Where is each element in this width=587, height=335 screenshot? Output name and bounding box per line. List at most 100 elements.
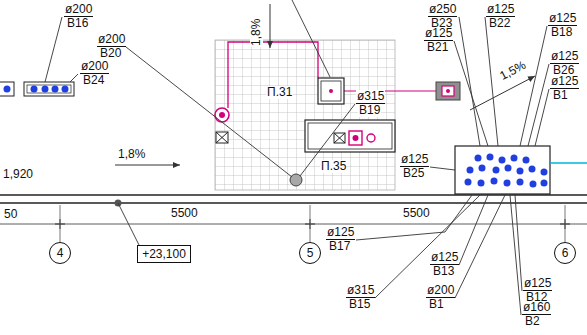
riser-box (318, 78, 344, 104)
collector-box (467, 167, 474, 174)
collector-box (465, 179, 472, 186)
pipe-id: B19 (358, 104, 381, 117)
slope-arrow (270, 4, 271, 48)
grey-riser (442, 86, 454, 96)
floor-drain-symbol (216, 132, 228, 143)
dimension-line (0, 224, 587, 225)
leader-line (70, 74, 78, 82)
grey-riser (436, 82, 460, 100)
left-pipe-box (0, 82, 74, 96)
pipe-id: B18 (550, 26, 573, 39)
axis-bubble: 6 (554, 242, 576, 264)
pipe-diameter: ø125 (486, 3, 515, 17)
pipe-diameter: ø250 (428, 3, 457, 17)
collector-box (505, 165, 512, 172)
pipe-diameter: ø200 (97, 33, 126, 47)
collector-box (529, 166, 536, 173)
shower-box (305, 120, 395, 152)
left-pipe-box (42, 86, 49, 93)
leader-line (126, 47, 292, 177)
pipe-diameter: ø200 (426, 284, 455, 298)
pipe-diameter: ø125 (430, 251, 459, 265)
collector-box (455, 146, 550, 194)
shower-box (353, 135, 359, 141)
axis-line (565, 205, 566, 242)
collector-box (517, 168, 524, 175)
dimension-line (0, 219, 587, 229)
collector-box (541, 169, 548, 176)
leader-line (528, 64, 549, 146)
shower-box (334, 133, 345, 143)
collector-box (487, 154, 494, 161)
level-mark: +23,100 (137, 245, 191, 263)
leader-line (45, 17, 62, 82)
level-value: 1,920 (2, 168, 34, 181)
left-pipe-box (52, 86, 59, 93)
dimension: 5500 (170, 207, 199, 220)
leader-line (459, 195, 488, 265)
riser-box (318, 78, 344, 104)
slope-label: 1,8% (250, 18, 263, 47)
pipe-id: B22 (488, 17, 511, 30)
pipe-id: B1 (428, 298, 445, 311)
collector-box (499, 157, 506, 164)
pipe-id: B24 (82, 74, 105, 87)
axis-number: 6 (562, 247, 569, 260)
pipe-diameter: ø315 (356, 90, 385, 104)
leader-line (118, 203, 139, 245)
tiled-floor (215, 40, 395, 190)
axis-bubble: 4 (49, 242, 71, 264)
collector-box (550, 162, 587, 163)
pipe-id: B1 (552, 89, 569, 102)
level-value: +23,100 (142, 248, 186, 261)
pipe-id: B21 (426, 41, 449, 54)
pipe-id: B25 (402, 167, 425, 180)
collector-box (517, 179, 524, 186)
collector-box (455, 146, 587, 194)
axis-line (310, 205, 311, 242)
collector-box (475, 155, 482, 162)
slope-arrow (115, 165, 180, 166)
leader-line (515, 195, 522, 291)
leader-line (454, 41, 488, 146)
leader-line (356, 195, 472, 240)
leader-line (375, 195, 480, 298)
axis-line (60, 205, 565, 242)
magenta-pipe (228, 42, 318, 108)
collector-box (479, 165, 486, 172)
pipe-diameter: ø125 (550, 50, 579, 64)
slope-label: 1,5% (497, 58, 529, 83)
left-pipe-box (4, 86, 11, 93)
collector-box (504, 180, 511, 187)
collector-box (493, 167, 500, 174)
floor-drain-symbol (216, 132, 228, 143)
left-pipe-box (24, 82, 74, 96)
left-pipe-box (27, 85, 71, 93)
shower-box (334, 133, 345, 143)
pipe-diameter: ø125 (424, 27, 453, 41)
grey-riser (436, 82, 460, 100)
collector-box (541, 180, 548, 187)
collector-box (523, 157, 530, 164)
collector-box (491, 178, 498, 185)
room-tag: П.31 (266, 86, 293, 99)
leader-line (485, 17, 498, 146)
left-pipe-box (62, 86, 69, 93)
pipe-id: B13 (432, 265, 455, 278)
floor-drain-symbol (215, 108, 229, 122)
slope-arrow (115, 4, 535, 165)
dimension: 5500 (402, 207, 431, 220)
shower-box (308, 123, 392, 149)
grey-riser (446, 89, 450, 93)
riser-box (321, 81, 341, 101)
left-pipe-box (0, 82, 14, 96)
leader-line (510, 195, 521, 315)
pipe-diameter: ø160 (522, 301, 551, 315)
pipe-diameter: ø200 (64, 3, 93, 17)
shower-box (349, 131, 362, 145)
pipe-id: B17 (328, 240, 351, 253)
pipe-diameter: ø315 (346, 284, 375, 298)
collector-box (530, 181, 537, 188)
